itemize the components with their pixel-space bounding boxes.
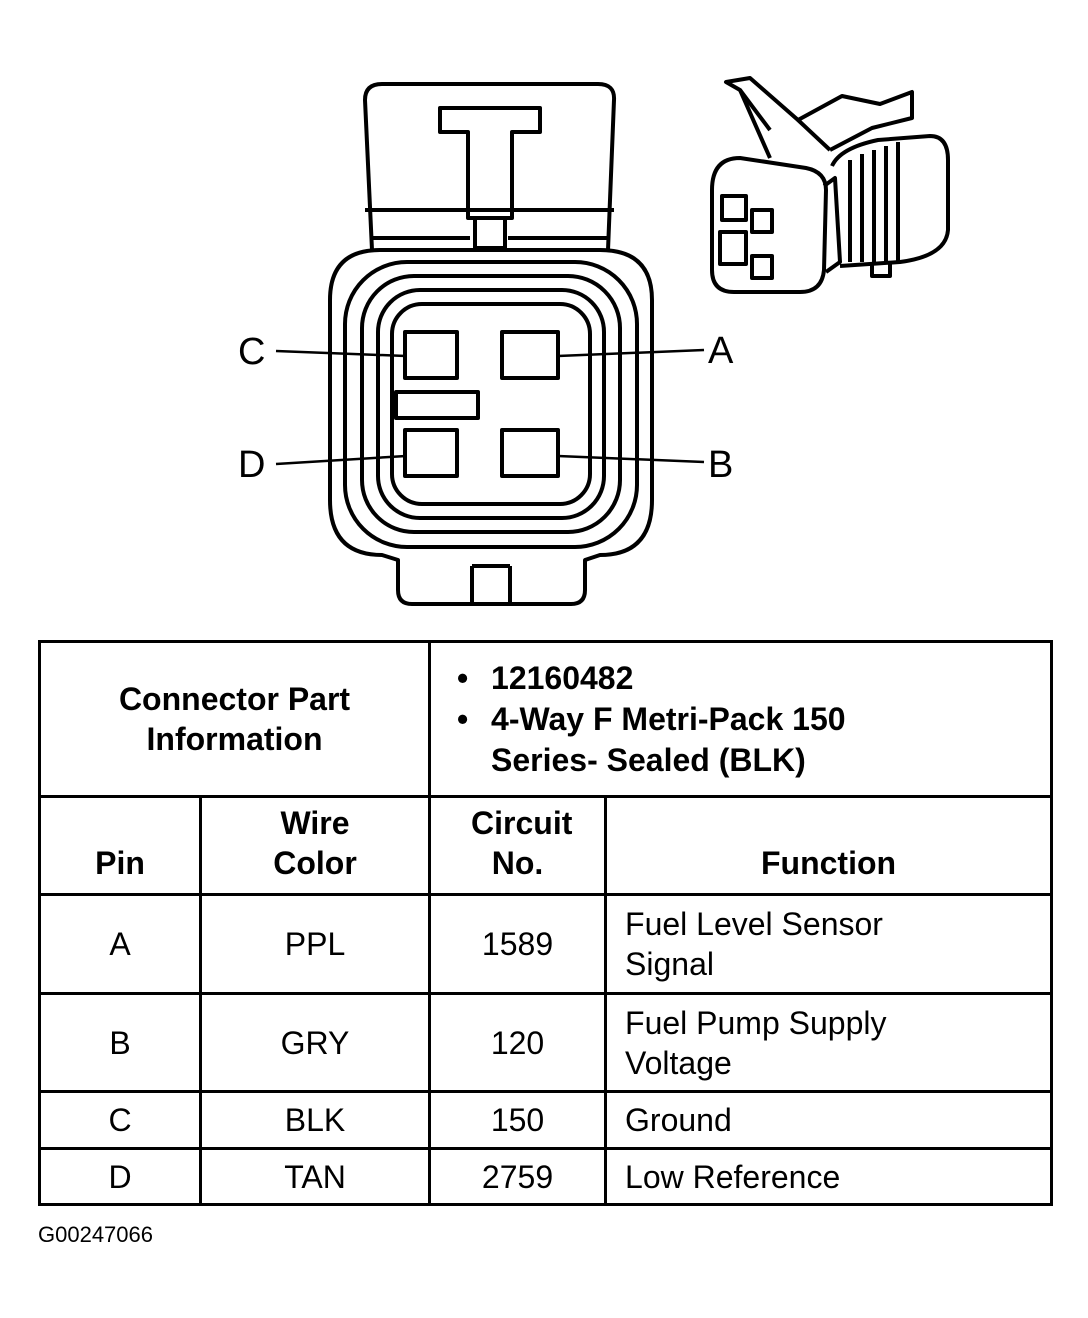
cell-circuit-no: 2759 <box>428 1147 608 1206</box>
cell-wire-color: BLK <box>198 1090 432 1150</box>
pin-label-b: B <box>708 444 734 486</box>
part-description: 4-Way F Metri-Pack 150 Series- Sealed (B… <box>457 699 941 781</box>
part-number: 12160482 <box>457 658 1050 699</box>
cavity-a <box>500 330 560 380</box>
pin-label-a: A <box>708 330 734 372</box>
figure-id: G00247066 <box>38 1222 153 1247</box>
cell-circuit-no: 150 <box>428 1090 608 1150</box>
leader-line-d <box>275 454 407 466</box>
connector-body-outline <box>328 248 654 606</box>
leader-line-a <box>557 348 705 358</box>
table-row: B GRY 120 Fuel Pump Supply Voltage <box>38 992 1054 1093</box>
key-slot <box>394 390 480 420</box>
cell-wire-color: PPL <box>198 893 432 995</box>
connector-part-label: Connector Part Information <box>37 640 432 798</box>
leader-line-b <box>557 454 705 464</box>
connector-part-row: Connector Part Information 12160482 4-Wa… <box>37 640 1054 798</box>
cell-pin: A <box>38 893 202 995</box>
table-row: C BLK 150 Ground <box>38 1090 1054 1150</box>
cavity-c <box>403 330 459 380</box>
cell-pin: D <box>38 1147 202 1206</box>
cell-pin: C <box>38 1090 202 1150</box>
table-row: D TAN 2759 Low Reference <box>38 1147 1054 1206</box>
connector-diagram <box>275 76 950 606</box>
cell-function: Ground <box>604 1090 1054 1150</box>
leader-line-c <box>275 349 407 358</box>
connector-latch-housing <box>363 82 617 251</box>
cell-circuit-no: 120 <box>428 992 608 1093</box>
connector-part-details: 12160482 4-Way F Metri-Pack 150 Series- … <box>428 640 1054 798</box>
table-row: A PPL 1589 Fuel Level Sensor Signal <box>38 893 1054 995</box>
cavity-d <box>403 428 459 478</box>
cell-wire-color: GRY <box>198 992 432 1093</box>
connector-info-table: Connector Part Information 12160482 4-Wa… <box>37 640 1054 1206</box>
connector-perspective-view <box>710 76 950 294</box>
cell-pin: B <box>38 992 202 1093</box>
cavity-b <box>500 428 560 478</box>
header-wire-color: Wire Color <box>198 795 432 896</box>
pin-label-d: D <box>238 444 266 486</box>
cell-function: Fuel Level Sensor Signal <box>604 893 1054 995</box>
cell-function: Low Reference <box>604 1147 1054 1206</box>
header-pin: Pin <box>38 795 202 896</box>
table-header-row: Pin Wire Color Circuit No. Function <box>38 795 1054 896</box>
cell-circuit-no: 1589 <box>428 893 608 995</box>
cell-function: Fuel Pump Supply Voltage <box>604 992 1054 1093</box>
pin-label-c: C <box>238 331 266 373</box>
header-function: Function <box>604 795 1054 896</box>
header-circuit-no: Circuit No. <box>428 795 608 896</box>
cell-wire-color: TAN <box>198 1147 432 1206</box>
